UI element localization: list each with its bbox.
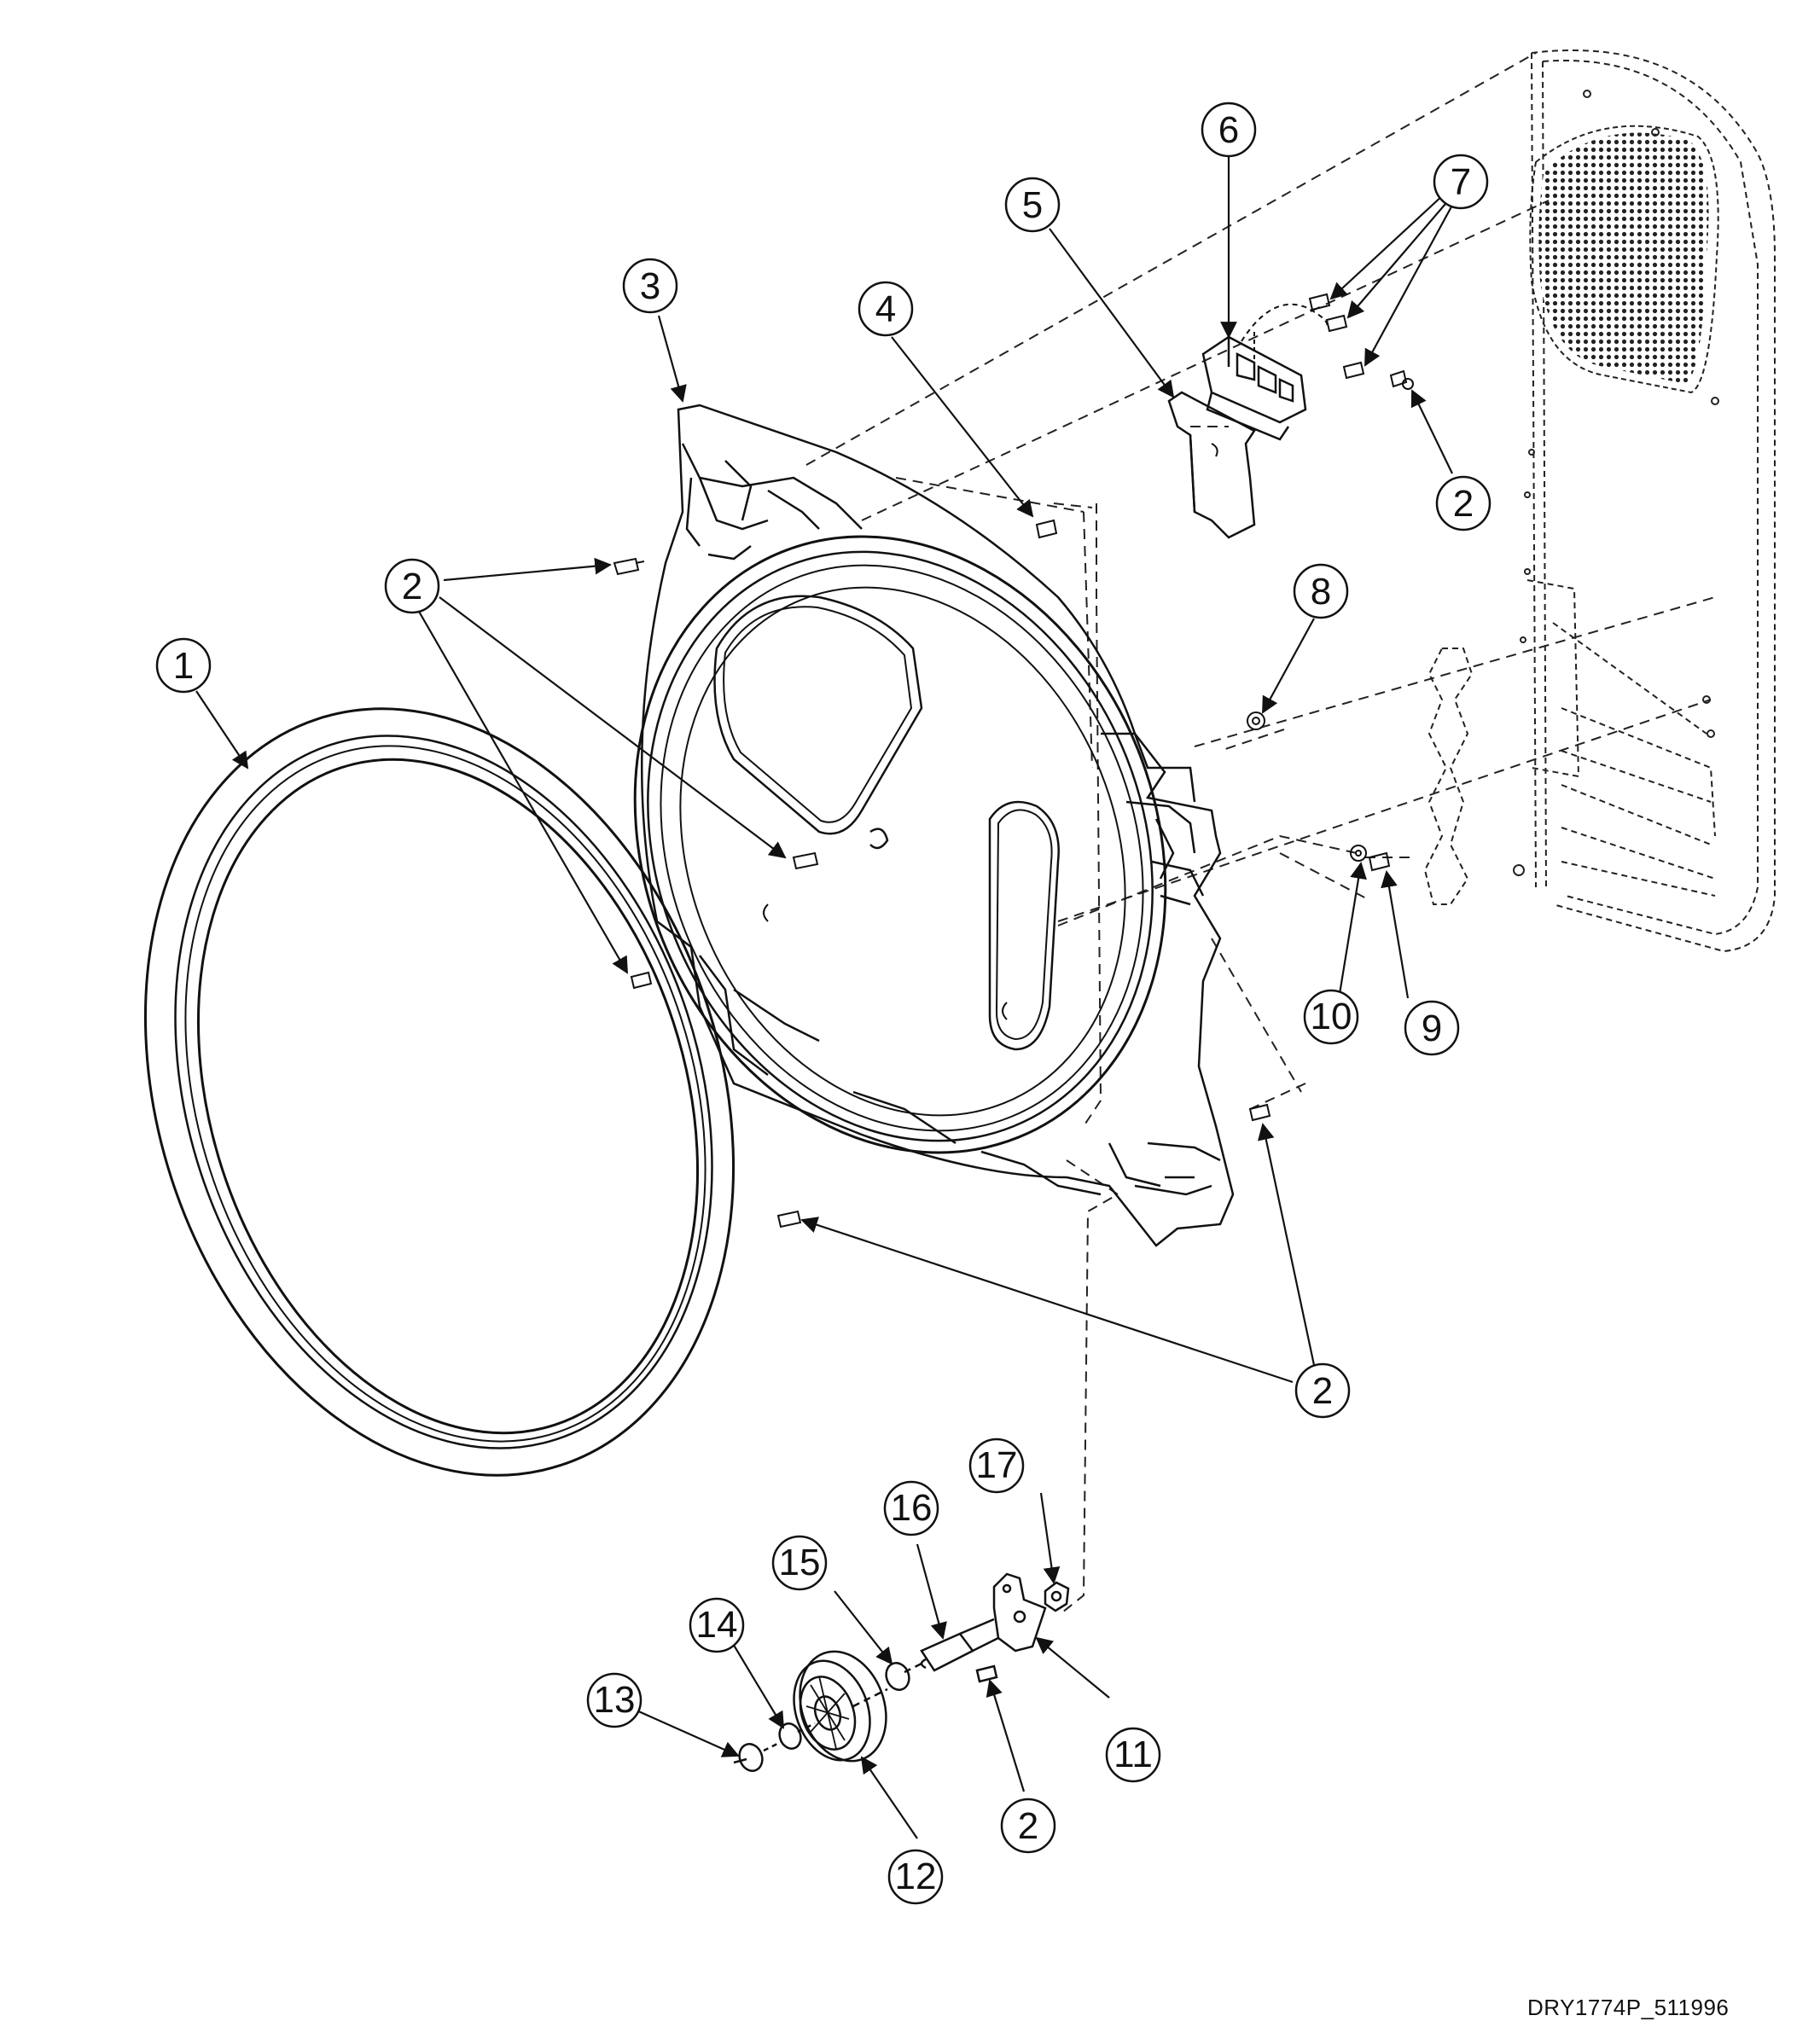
cabinet-outline xyxy=(1423,49,1776,953)
lint-screen-grille xyxy=(1529,125,1719,394)
callout-13: 13 xyxy=(586,1672,643,1728)
callout-9: 9 xyxy=(1404,1000,1460,1056)
alignment-lines xyxy=(805,52,1716,1613)
callout-2-left: 2 xyxy=(384,558,440,614)
svg-text:3: 3 xyxy=(640,265,660,307)
callout-2-roller: 2 xyxy=(1000,1798,1056,1854)
svg-text:12: 12 xyxy=(895,1856,937,1897)
svg-text:2: 2 xyxy=(1453,483,1474,525)
callout-11: 11 xyxy=(1105,1727,1161,1783)
roller-assembly xyxy=(733,1572,1070,1772)
callout-8: 8 xyxy=(1293,563,1349,619)
terminal-block xyxy=(1201,303,1329,441)
svg-text:10: 10 xyxy=(1311,996,1352,1037)
svg-text:7: 7 xyxy=(1451,161,1471,203)
door-gasket-ring xyxy=(143,707,736,1477)
svg-text:9: 9 xyxy=(1422,1008,1442,1049)
svg-text:17: 17 xyxy=(976,1444,1018,1486)
svg-text:1: 1 xyxy=(173,645,194,687)
svg-text:2: 2 xyxy=(402,566,422,607)
callout-15: 15 xyxy=(771,1535,828,1591)
callout-4: 4 xyxy=(858,281,914,337)
callout-7: 7 xyxy=(1433,154,1489,210)
svg-text:6: 6 xyxy=(1218,109,1239,151)
switch-bracket xyxy=(1167,391,1256,539)
callout-2-lower-right: 2 xyxy=(1294,1362,1351,1419)
callout-16: 16 xyxy=(883,1480,939,1536)
cabinet-screws xyxy=(1513,90,1719,876)
svg-text:8: 8 xyxy=(1311,571,1331,613)
svg-text:2: 2 xyxy=(1018,1805,1038,1847)
callout-6: 6 xyxy=(1201,102,1257,158)
svg-text:13: 13 xyxy=(594,1679,636,1721)
callouts: 1 2 2 2 2 2 3 4 5 6 7 8 9 10 11 12 13 14… xyxy=(155,102,1491,1905)
svg-text:14: 14 xyxy=(696,1604,738,1646)
callout-14: 14 xyxy=(689,1597,745,1653)
svg-text:5: 5 xyxy=(1022,184,1043,226)
front-bulkhead xyxy=(633,404,1235,1247)
callout-2-terminal: 2 xyxy=(1435,475,1491,531)
leader-arrows xyxy=(195,154,1456,1839)
callout-17: 17 xyxy=(968,1438,1025,1494)
svg-text:16: 16 xyxy=(891,1487,933,1529)
fasteners xyxy=(613,293,1414,1229)
callout-1: 1 xyxy=(155,637,212,694)
svg-text:15: 15 xyxy=(779,1542,821,1583)
svg-text:2: 2 xyxy=(1312,1370,1333,1412)
drawing-reference-code: DRY1774P_511996 xyxy=(1527,1995,1730,2020)
callout-10: 10 xyxy=(1303,989,1359,1045)
svg-text:4: 4 xyxy=(875,288,896,330)
svg-text:11: 11 xyxy=(1114,1734,1153,1775)
callout-12: 12 xyxy=(887,1849,944,1905)
callout-3: 3 xyxy=(622,258,678,314)
callout-5: 5 xyxy=(1004,177,1061,233)
